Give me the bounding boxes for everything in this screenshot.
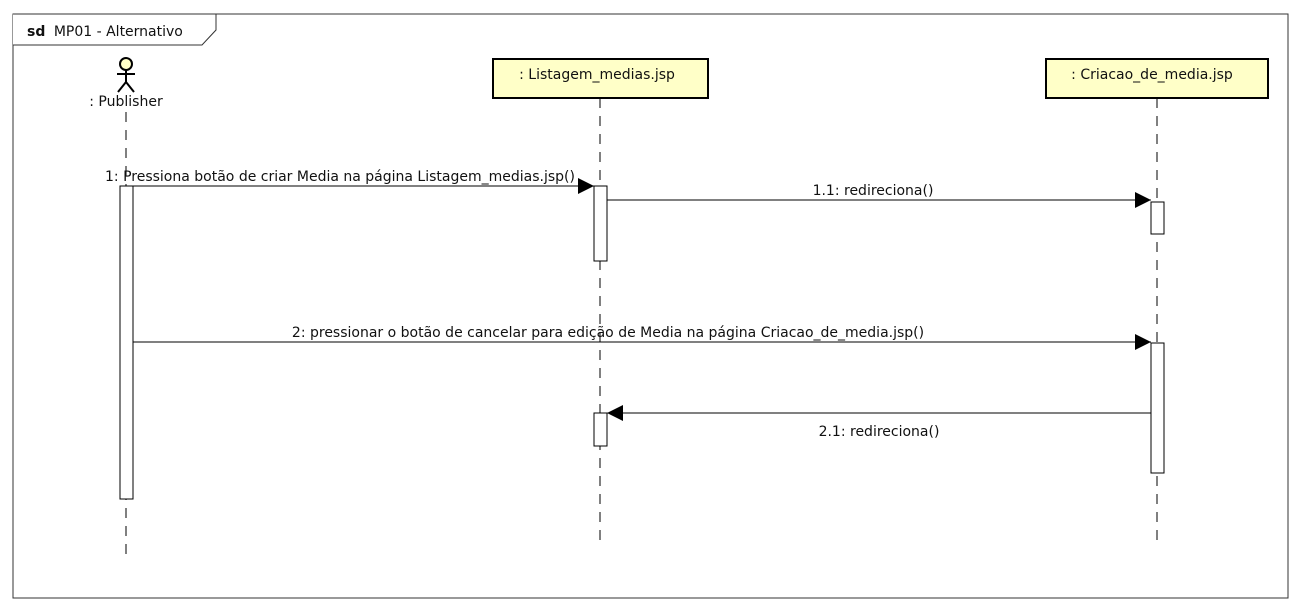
lifeline-listagem-box (492, 58, 709, 99)
frame-tab (13, 13, 217, 46)
actor-publisher: : Publisher (89, 57, 163, 110)
activation-criacao-2 (1150, 342, 1165, 474)
message-2-1-label: 2.1: redireciona() (819, 424, 940, 440)
frame-title: sd MP01 - Alternativo (27, 24, 183, 40)
message-1-label: 1: Pressiona botão de criar Media na pág… (105, 169, 575, 185)
frame-name: MP01 - Alternativo (54, 24, 183, 40)
lifeline-criacao-label: : Criacao_de_media.jsp (1071, 67, 1233, 83)
message-1-1-label: 1.1: redireciona() (813, 183, 934, 199)
activation-listagem-2 (593, 412, 608, 447)
activation-listagem-1 (593, 185, 608, 262)
actor-head (119, 57, 133, 71)
lifeline-listagem-head: : Listagem_medias.jsp (492, 58, 709, 99)
lifeline-listagem-label: : Listagem_medias.jsp (519, 67, 675, 83)
frame-keyword: sd (27, 24, 45, 40)
lifeline-criacao-head: : Criacao_de_media.jsp (1045, 58, 1269, 99)
activation-publisher (119, 185, 134, 500)
actor-left-leg (117, 81, 127, 93)
actor-publisher-label: : Publisher (89, 94, 163, 110)
actor-right-leg (125, 81, 135, 93)
frame-border (12, 13, 1289, 599)
message-2-label: 2: pressionar o botão de cancelar para e… (292, 325, 924, 341)
activation-criacao-1 (1150, 201, 1165, 235)
